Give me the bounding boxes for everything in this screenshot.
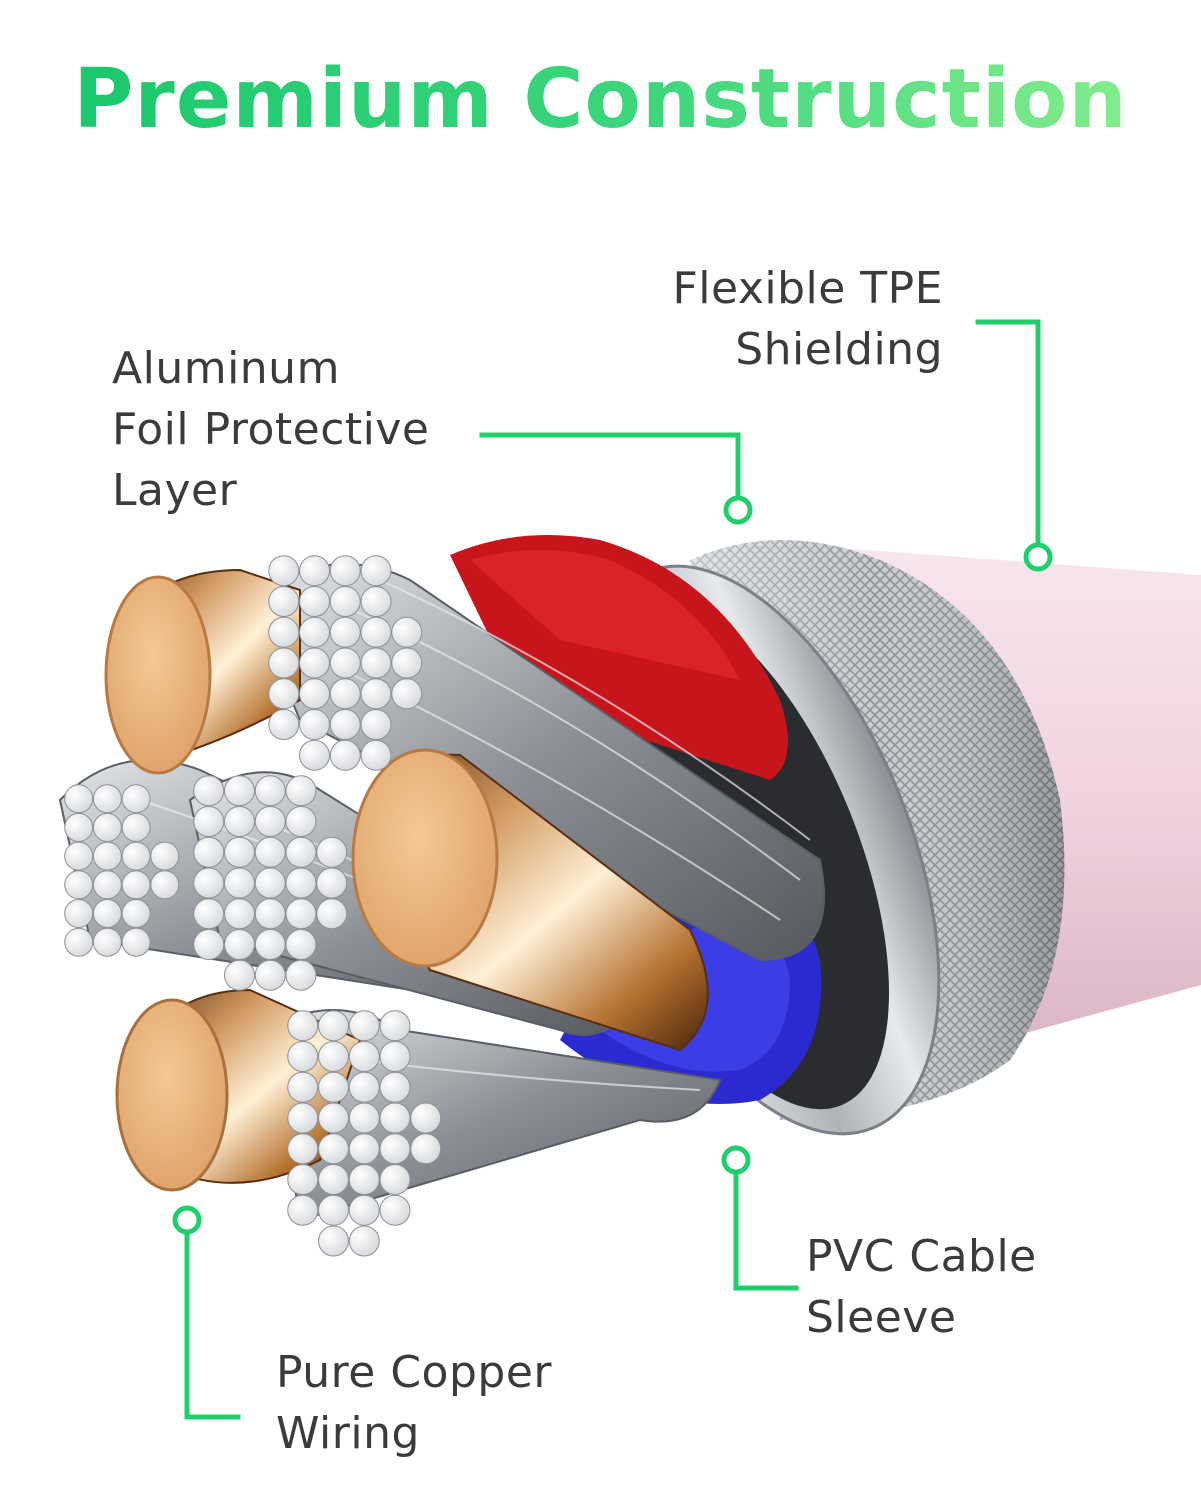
- leader-line-copper: [184, 1229, 241, 1420]
- strand-face: [64, 784, 180, 957]
- copper-face: [115, 998, 229, 1192]
- leader-line-pvc: [733, 1169, 799, 1291]
- marker-dot-copper: [172, 1205, 202, 1235]
- leader-line-tpe: [975, 319, 1041, 558]
- copper-face: [351, 748, 499, 968]
- copper-face: [104, 575, 212, 775]
- marker-dot-foil: [723, 495, 753, 525]
- strand-face: [193, 775, 348, 991]
- strand-face: [268, 555, 423, 771]
- marker-dot-pvc: [721, 1145, 751, 1175]
- leader-line-foil: [479, 432, 741, 501]
- marker-dot-tpe: [1023, 542, 1053, 572]
- page-title: Premium Construction: [0, 52, 1201, 147]
- strand-face: [287, 1010, 442, 1257]
